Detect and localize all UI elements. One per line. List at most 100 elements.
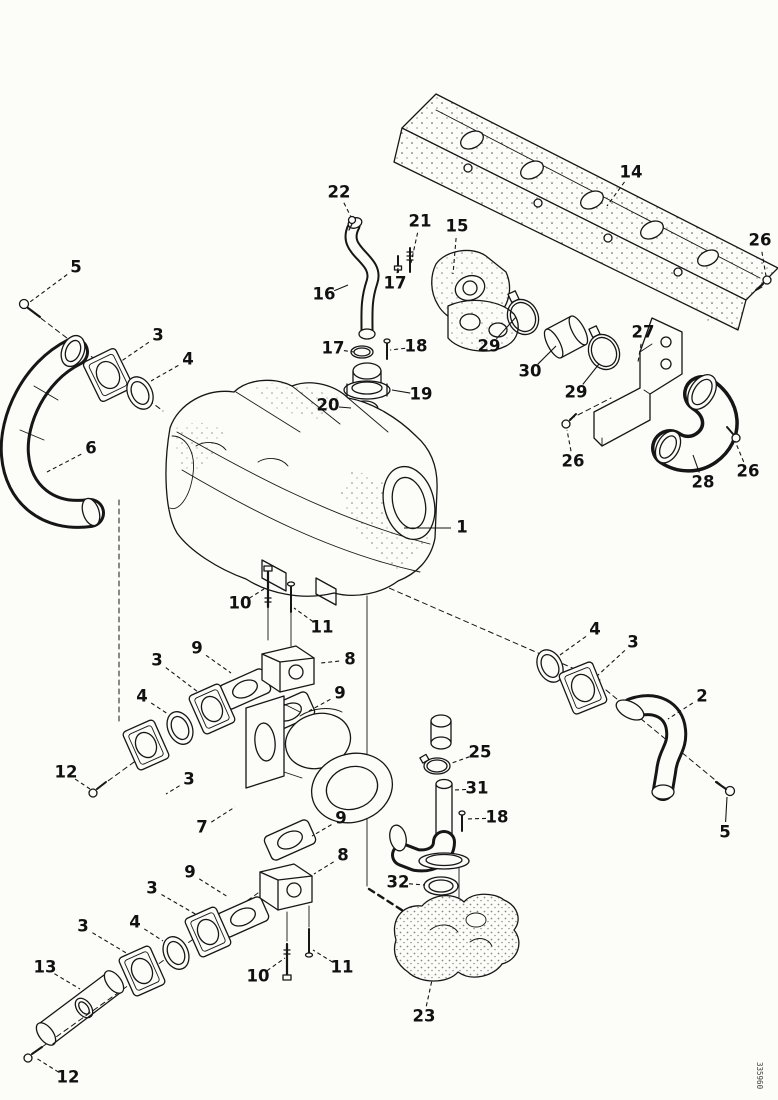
svg-text:3: 3 <box>183 770 194 789</box>
stud-18 <box>383 338 391 360</box>
callout-12: 12 <box>55 763 91 790</box>
callout-4: 4 <box>559 620 601 656</box>
callout-29: 29 <box>478 316 517 356</box>
callout-26: 26 <box>734 440 759 481</box>
callout-27: 27 <box>632 323 655 363</box>
flange-plate <box>122 719 170 771</box>
svg-text:5: 5 <box>70 258 81 277</box>
mixer-housing <box>245 695 394 824</box>
callout-11: 11 <box>312 949 354 977</box>
svg-text:3: 3 <box>77 917 88 936</box>
svg-text:3: 3 <box>151 651 162 670</box>
oval-gasket <box>536 649 564 683</box>
svg-text:11: 11 <box>311 618 334 637</box>
callout-1: 1 <box>404 518 468 537</box>
svg-text:9: 9 <box>191 639 202 658</box>
flange-plate <box>184 906 232 958</box>
bolt <box>755 275 772 291</box>
callout-32: 32 <box>387 873 426 892</box>
callout-3: 3 <box>146 879 198 916</box>
bolt-10 <box>282 942 292 981</box>
svg-text:5: 5 <box>719 823 730 842</box>
connector-hose <box>543 315 589 359</box>
bolt-10 <box>263 565 273 609</box>
support-bracket <box>593 317 683 447</box>
svg-text:12: 12 <box>57 1068 80 1087</box>
gasket-ring <box>423 876 459 896</box>
callout-25: 25 <box>451 743 491 764</box>
callout-23: 23 <box>413 979 436 1026</box>
callout-17: 17 <box>322 339 355 358</box>
egr-valve <box>259 863 313 911</box>
air-hose <box>0 334 105 529</box>
hose-clamp-bolt <box>347 215 357 231</box>
oval-gasket <box>162 936 190 970</box>
callout-30: 30 <box>519 345 557 381</box>
stud-11 <box>286 581 296 613</box>
callout-4: 4 <box>136 687 169 715</box>
svg-text:1: 1 <box>456 518 467 537</box>
svg-text:9: 9 <box>334 684 345 703</box>
callout-3: 3 <box>151 651 199 693</box>
callout-10: 10 <box>247 957 286 986</box>
svg-text:32: 32 <box>387 873 410 892</box>
svg-text:7: 7 <box>196 818 207 837</box>
svg-text:30: 30 <box>519 362 542 381</box>
gasket-plate <box>263 819 317 861</box>
svg-text:4: 4 <box>129 913 140 932</box>
svg-text:13: 13 <box>34 958 57 977</box>
callout-5: 5 <box>29 258 82 303</box>
callout-13: 13 <box>34 958 81 990</box>
callout-3: 3 <box>119 326 164 363</box>
svg-text:8: 8 <box>337 846 348 865</box>
bypass-hose <box>344 217 380 340</box>
callout-8: 8 <box>320 650 356 669</box>
svg-text:2: 2 <box>696 687 707 706</box>
callout-11: 11 <box>293 607 334 637</box>
svg-text:12: 12 <box>55 763 78 782</box>
callout-6: 6 <box>46 439 97 473</box>
callout-2: 2 <box>667 687 708 720</box>
svg-text:3: 3 <box>146 879 157 898</box>
throttle-body <box>431 249 519 352</box>
callout-22: 22 <box>328 183 352 218</box>
intake-manifold <box>165 379 438 606</box>
callout-9: 9 <box>191 639 232 674</box>
flange-plate <box>82 348 134 402</box>
callout-10: 10 <box>229 588 265 613</box>
callout-21: 21 <box>409 212 431 264</box>
svg-text:17: 17 <box>322 339 345 358</box>
callout-9: 9 <box>184 863 229 898</box>
callout-3: 3 <box>165 770 195 795</box>
svg-text:4: 4 <box>589 620 600 639</box>
clamp-ring-17 <box>350 345 374 359</box>
callout-18: 18 <box>389 337 428 356</box>
oval-gasket <box>126 376 154 410</box>
callout-3: 3 <box>77 917 129 955</box>
flange-plate <box>558 661 608 715</box>
egr-valve <box>261 645 315 693</box>
svg-text:28: 28 <box>692 473 715 492</box>
svg-text:8: 8 <box>344 650 355 669</box>
short-hose <box>430 714 452 750</box>
svg-text:6: 6 <box>85 439 96 458</box>
connector-tube <box>35 970 125 1046</box>
hose-clamp <box>419 753 451 775</box>
svg-text:3: 3 <box>627 633 638 652</box>
bolt <box>561 413 577 429</box>
svg-text:3: 3 <box>152 326 163 345</box>
svg-text:4: 4 <box>136 687 147 706</box>
svg-text:18: 18 <box>405 337 428 356</box>
svg-text:16: 16 <box>313 285 336 304</box>
breather-elbow <box>389 778 470 873</box>
svg-text:27: 27 <box>632 323 655 342</box>
bolt <box>18 298 42 319</box>
svg-text:29: 29 <box>478 337 501 356</box>
svg-text:15: 15 <box>446 217 469 236</box>
callout-5: 5 <box>719 796 731 842</box>
svg-text:23: 23 <box>413 1007 436 1026</box>
svg-text:26: 26 <box>749 231 772 250</box>
svg-text:18: 18 <box>486 808 509 827</box>
svg-text:11: 11 <box>331 958 354 977</box>
stud-11 <box>304 928 314 958</box>
